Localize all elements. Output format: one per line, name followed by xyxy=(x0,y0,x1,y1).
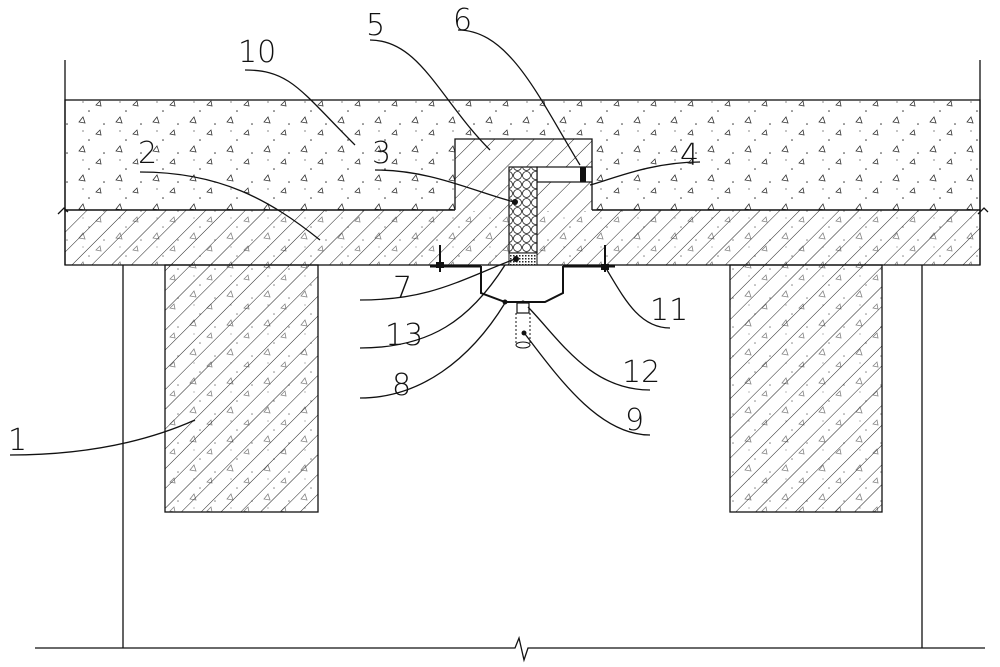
label-3: 3 xyxy=(372,136,391,171)
insulation-filler xyxy=(509,167,537,265)
label-5: 5 xyxy=(366,8,385,43)
label-13: 13 xyxy=(385,318,423,353)
left-beam xyxy=(165,263,318,512)
label-8: 8 xyxy=(392,368,411,403)
right-beam xyxy=(730,263,882,512)
label-9: 9 xyxy=(625,403,644,438)
drainage-gutter xyxy=(430,266,615,306)
label-10: 10 xyxy=(238,35,276,70)
label-4: 4 xyxy=(680,138,699,173)
sealing-strip xyxy=(580,167,586,182)
label-1: 1 xyxy=(8,423,27,458)
drain-pipe xyxy=(516,303,530,348)
label-11: 11 xyxy=(650,293,688,328)
label-2: 2 xyxy=(138,136,157,171)
label-6: 6 xyxy=(453,3,472,38)
label-7: 7 xyxy=(393,271,412,306)
label-12: 12 xyxy=(622,355,660,390)
